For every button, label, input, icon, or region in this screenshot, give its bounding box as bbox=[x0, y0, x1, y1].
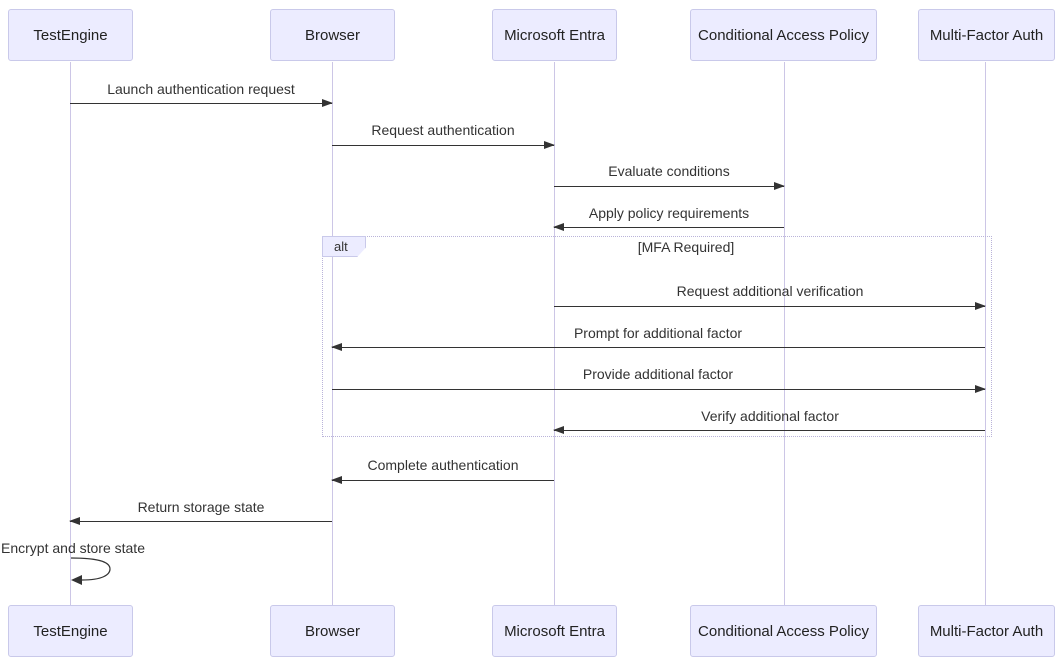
message-label: Evaluate conditions bbox=[608, 163, 730, 179]
actor-label: Browser bbox=[304, 26, 360, 44]
self-loop-arrow bbox=[70, 557, 111, 585]
arrowhead-left bbox=[331, 343, 342, 351]
lifeline-browser bbox=[332, 62, 333, 605]
actor-label: Conditional Access Policy bbox=[698, 26, 869, 44]
actor-label: Browser bbox=[304, 622, 360, 640]
actor-label: Conditional Access Policy bbox=[698, 622, 869, 640]
arrowhead-left bbox=[331, 476, 342, 484]
actor-top-conditional-access-policy: Conditional Access Policy bbox=[690, 9, 877, 61]
arrowhead-right bbox=[544, 141, 555, 149]
arrowhead-right bbox=[322, 99, 333, 107]
arrowhead-left bbox=[553, 426, 564, 434]
actor-top-browser: Browser bbox=[270, 9, 395, 61]
message-label: Encrypt and store state bbox=[1, 540, 145, 556]
arrowhead-right bbox=[975, 302, 986, 310]
actor-bottom-testengine: TestEngine bbox=[8, 605, 133, 657]
message-line bbox=[553, 223, 784, 231]
message-line bbox=[69, 517, 332, 525]
arrowhead-left bbox=[553, 223, 564, 231]
message-label: Apply policy requirements bbox=[588, 205, 750, 221]
arrowhead-left bbox=[69, 517, 80, 525]
message-label: Provide additional factor bbox=[582, 366, 734, 382]
actor-label: TestEngine bbox=[33, 26, 108, 44]
message-label: Prompt for additional factor bbox=[573, 325, 743, 341]
actor-label: Multi-Factor Auth bbox=[929, 26, 1044, 44]
message-label: Launch authentication request bbox=[107, 81, 295, 97]
actor-top-microsoft-entra: Microsoft Entra bbox=[492, 9, 617, 61]
message-label: Return storage state bbox=[137, 499, 265, 515]
message-label: Verify additional factor bbox=[701, 408, 839, 424]
message-line bbox=[331, 476, 554, 484]
message-line bbox=[332, 385, 986, 393]
message-label: Complete authentication bbox=[367, 457, 519, 473]
message-label: Request additional verification bbox=[676, 283, 864, 299]
alt-operator-label: alt bbox=[322, 236, 366, 257]
actor-top-testengine: TestEngine bbox=[8, 9, 133, 61]
message-line bbox=[553, 426, 985, 434]
message-line bbox=[554, 182, 785, 190]
actor-bottom-conditional-access-policy: Conditional Access Policy bbox=[690, 605, 877, 657]
actor-label: TestEngine bbox=[33, 622, 108, 640]
actor-label: Microsoft Entra bbox=[504, 26, 605, 44]
actor-top-multi-factor-auth: Multi-Factor Auth bbox=[918, 9, 1055, 61]
lifeline-testengine bbox=[70, 62, 71, 605]
message-line bbox=[554, 302, 986, 310]
actor-label: Multi-Factor Auth bbox=[929, 622, 1044, 640]
message-label: Request authentication bbox=[371, 122, 515, 138]
arrowhead-right bbox=[774, 182, 785, 190]
message-line bbox=[331, 343, 985, 351]
lifeline-conditional-access-policy bbox=[784, 62, 785, 605]
message-line bbox=[70, 99, 333, 107]
alt-condition-label: [MFA Required] bbox=[637, 239, 735, 255]
message-line bbox=[332, 141, 555, 149]
arrowhead-right bbox=[975, 385, 986, 393]
lifeline-microsoft-entra bbox=[554, 62, 555, 605]
actor-label: Microsoft Entra bbox=[504, 622, 605, 640]
actor-bottom-browser: Browser bbox=[270, 605, 395, 657]
actor-bottom-multi-factor-auth: Multi-Factor Auth bbox=[918, 605, 1055, 657]
actor-bottom-microsoft-entra: Microsoft Entra bbox=[492, 605, 617, 657]
lifeline-multi-factor-auth bbox=[985, 62, 986, 605]
alt-frame bbox=[322, 236, 992, 437]
